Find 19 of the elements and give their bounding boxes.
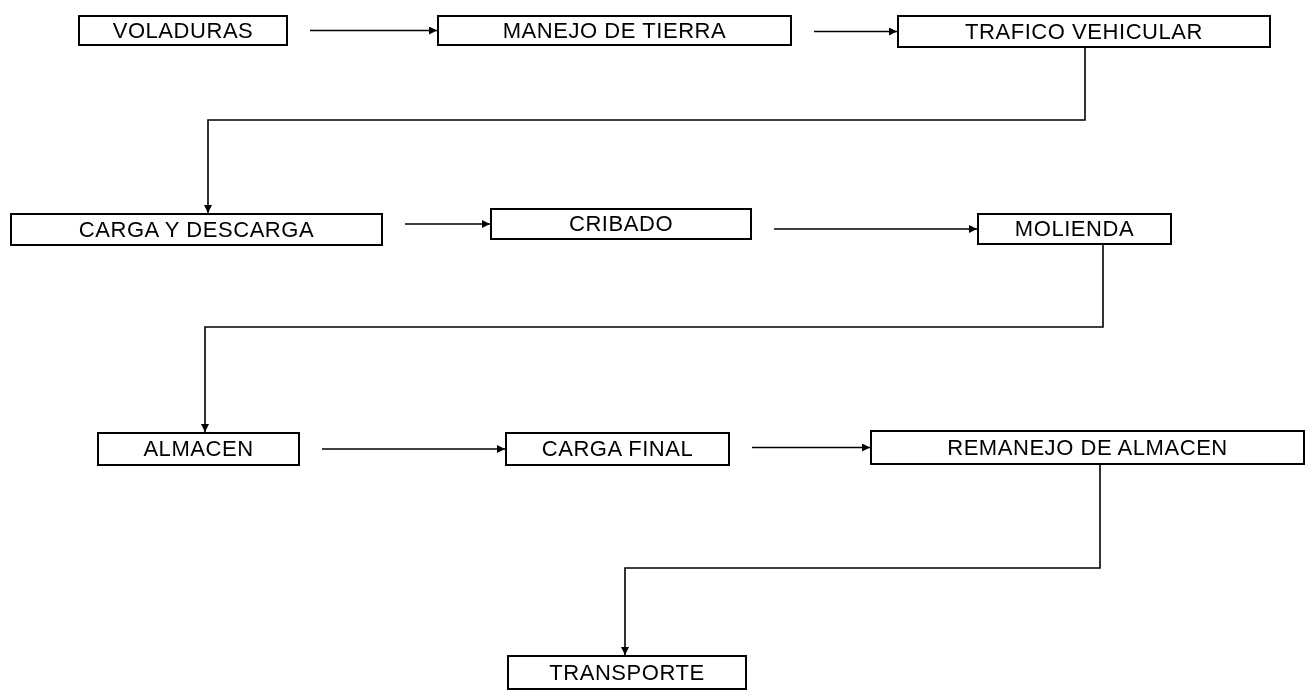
arrow	[321, 445, 506, 453]
process-box: CRIBADO	[490, 208, 752, 240]
process-box: VOLADURAS	[78, 15, 288, 46]
arrow	[813, 27, 898, 36]
process-box: MOLIENDA	[977, 213, 1172, 245]
arrow	[621, 464, 1101, 656]
process-box: TRAFICO VEHICULAR	[897, 15, 1271, 48]
arrow	[204, 47, 1086, 214]
arrow	[751, 443, 871, 452]
process-box: CARGA FINAL	[505, 432, 730, 466]
process-box: CARGA Y DESCARGA	[10, 213, 383, 246]
process-box: MANEJO DE TIERRA	[437, 15, 792, 46]
process-box: ALMACEN	[97, 432, 300, 466]
arrow	[201, 244, 1104, 433]
process-box: TRANSPORTE	[507, 655, 747, 690]
arrow	[773, 225, 978, 233]
arrow	[404, 220, 491, 228]
arrow	[309, 26, 438, 35]
process-box: REMANEJO DE ALMACEN	[870, 430, 1305, 465]
